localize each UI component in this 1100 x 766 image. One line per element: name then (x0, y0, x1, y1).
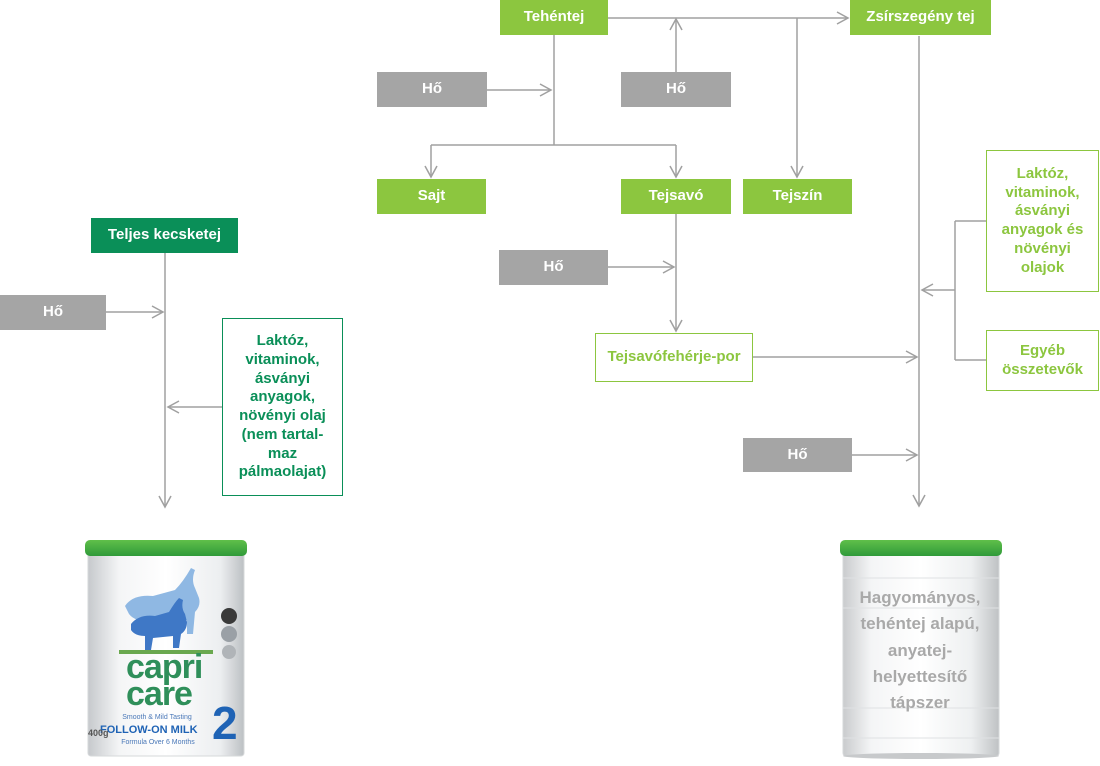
node-ho-goat: Hő (0, 295, 106, 330)
capricare-subtitle: Formula Over 6 Months (121, 739, 195, 746)
goat-illustration-icon (119, 568, 213, 654)
generic-formula-can (840, 540, 1002, 759)
node-tejszin: Tejszín (743, 179, 852, 214)
node-zsirszegeny-tej: Zsírszegény tej (850, 0, 991, 35)
node-egyeb-osszetevok: Egyéb összetevők (986, 330, 1099, 391)
node-ho-mid-top: Hő (621, 72, 731, 107)
generic-can-label: Hagyományos, tehéntej alapú, anyatej-hel… (859, 588, 981, 713)
node-sajt: Sajt (377, 179, 486, 214)
capricare-tagline: Smooth & Mild Tasting (122, 714, 192, 721)
node-laktoz-vitaminok-right: Laktóz, vitaminok, ásványi anyagok és nö… (986, 150, 1099, 292)
capricare-brand-line2: care (126, 675, 193, 713)
capricare-can (85, 540, 247, 757)
node-teljes-kecsketej: Teljes kecsketej (91, 218, 238, 253)
node-tejsavofeherje-por: Tejsavófehérje-por (595, 333, 753, 382)
node-ho-tejsavo: Hő (499, 250, 608, 285)
capricare-weight: 400g (88, 728, 109, 738)
capricare-product-name: FOLLOW-ON MILK (100, 724, 198, 736)
node-tehentej: Tehéntej (500, 0, 608, 35)
capricare-brand-line1: capri (126, 648, 203, 686)
node-ho-left-top: Hő (377, 72, 487, 107)
node-laktoz-vitaminok-goat: Laktóz, vitaminok, ásványi anyagok, növé… (222, 318, 343, 496)
node-ho-right-bottom: Hő (743, 438, 852, 472)
capricare-stage-number: 2 (212, 697, 238, 749)
node-tejsavo: Tejsavó (621, 179, 731, 214)
